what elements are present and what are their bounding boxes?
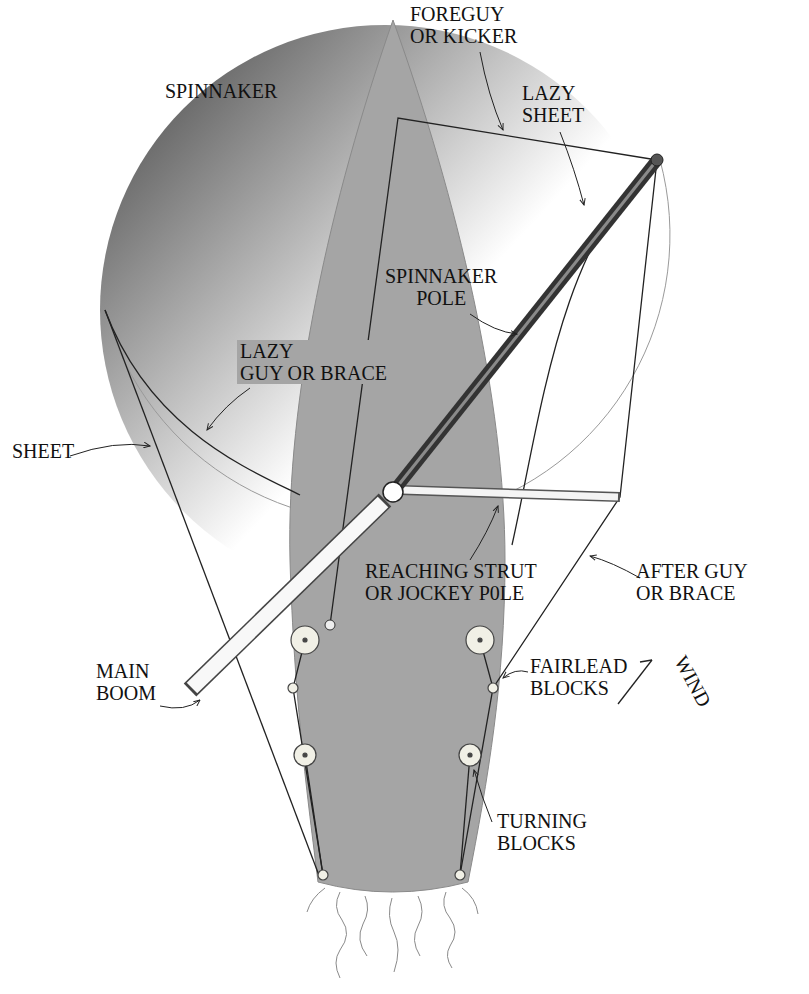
pole-end-fitting <box>651 154 663 166</box>
part-label: FOREGUY OR KICKER <box>410 3 517 47</box>
part-label: AFTER GUY OR BRACE <box>636 560 748 604</box>
reaching-strut <box>400 490 620 497</box>
part-label: LAZY GUY OR BRACE <box>237 340 390 384</box>
main-boom <box>190 500 385 690</box>
leader-lines <box>70 52 640 822</box>
port-turning-line <box>305 755 323 875</box>
mast <box>383 482 403 502</box>
rigging-lines <box>105 118 657 878</box>
hull <box>290 20 505 892</box>
blocks <box>288 626 498 880</box>
deck-block <box>488 683 498 693</box>
main-boom-face <box>192 502 383 688</box>
part-label: WIND <box>671 652 716 710</box>
turning-block <box>459 744 481 766</box>
part-label: TURNING BLOCKS <box>497 810 587 854</box>
stern-block <box>455 870 465 880</box>
part-label: SPINNAKER <box>165 80 277 102</box>
part-label: SHEET <box>12 440 74 462</box>
lazy-sheet-line <box>512 160 657 545</box>
part-label: MAIN BOOM <box>96 660 156 704</box>
deck-fitting <box>325 620 335 630</box>
deck-block <box>288 683 298 693</box>
spinnaker-pole-highlight <box>393 160 657 492</box>
reaching-strut-face <box>402 490 618 497</box>
part-label: SPINNAKER POLE <box>385 265 497 309</box>
fairlead-block <box>466 626 494 654</box>
lazy-guy-line <box>105 310 300 495</box>
starboard-turning-line <box>460 755 470 875</box>
fairlead-block <box>291 626 319 654</box>
stern-block <box>318 870 328 880</box>
wake <box>307 888 478 978</box>
port-lead-line <box>293 640 323 875</box>
spinnaker-pole <box>393 160 657 492</box>
turning-block <box>294 744 316 766</box>
part-label: REACHING STRUT OR JOCKEY P0LE <box>365 560 537 604</box>
part-label: LAZY SHEET <box>522 82 584 126</box>
part-label: FAIRLEAD BLOCKS <box>530 655 627 699</box>
